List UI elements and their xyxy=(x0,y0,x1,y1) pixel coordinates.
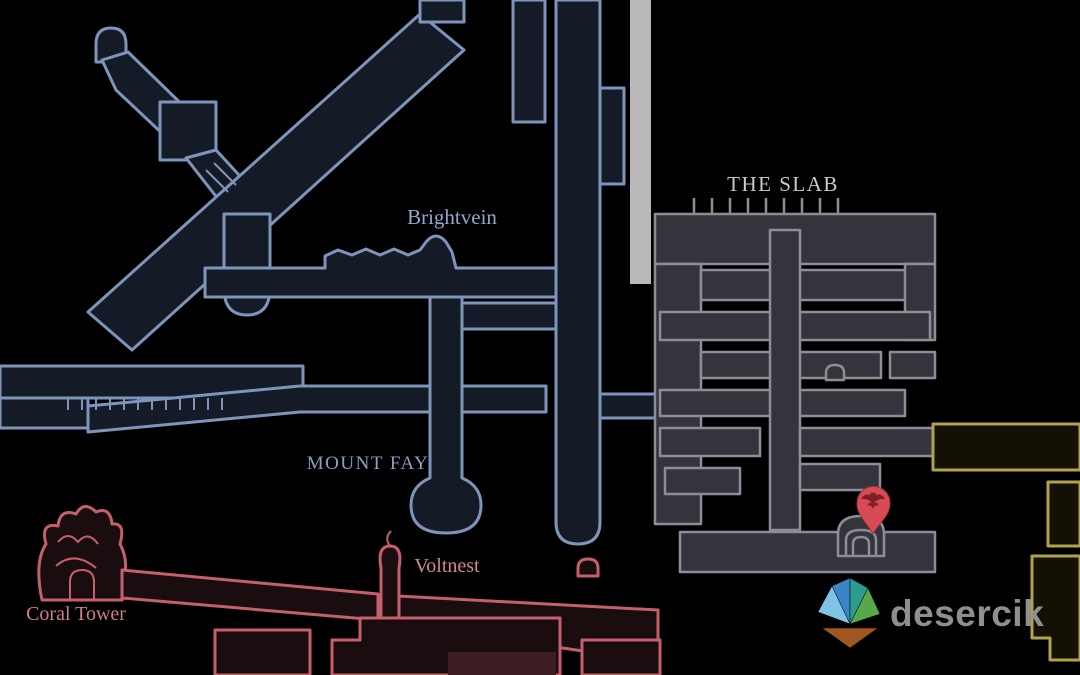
coral-texture-detail xyxy=(55,535,99,600)
slab-room xyxy=(798,462,882,492)
small-arch-room xyxy=(576,557,600,578)
slab-room xyxy=(663,466,742,496)
central-shaft xyxy=(554,0,602,546)
label-voltnest: Voltnest xyxy=(414,555,480,577)
bulb-room xyxy=(222,212,272,317)
shaft-stub xyxy=(418,0,466,24)
shaft-side-room xyxy=(598,86,626,186)
corridor xyxy=(453,301,562,331)
slab-central-spine xyxy=(768,228,802,532)
ceiling-ticks-detail xyxy=(692,198,840,216)
logo-blade xyxy=(849,587,881,625)
floor-teeth-detail xyxy=(67,398,223,410)
slab-room xyxy=(699,268,908,302)
yellow-corridor xyxy=(931,422,1080,472)
brightvein-corridor xyxy=(203,234,562,299)
lit-room xyxy=(448,652,556,675)
corridor xyxy=(120,568,380,622)
voltnest-sprout-detail xyxy=(386,530,392,547)
mount-fay-shaft xyxy=(409,295,483,535)
desercik-logo-icon xyxy=(817,577,881,649)
shaft xyxy=(511,0,547,124)
red-room xyxy=(213,628,312,675)
slab-region-map xyxy=(653,198,937,574)
link-corridor xyxy=(598,392,658,420)
elevator-strip xyxy=(630,0,651,284)
label-the-slab: THE SLAB xyxy=(727,172,839,196)
red-room xyxy=(580,638,662,675)
label-coral-tower: Coral Tower xyxy=(26,603,126,625)
watermark: desercik xyxy=(817,577,1044,649)
ladder-detail xyxy=(205,162,237,193)
yellow-room xyxy=(1046,480,1080,548)
label-mount-fay: MOUNT FAY xyxy=(307,453,429,474)
blue-region-map xyxy=(0,0,658,546)
slab-room xyxy=(798,426,937,458)
corridor xyxy=(0,396,90,430)
yellow-room xyxy=(1030,554,1080,662)
watermark-text: desercik xyxy=(890,593,1044,634)
long-diagonal-corridor xyxy=(86,12,466,352)
bench-arch-icon xyxy=(824,363,846,382)
yellow-region-map xyxy=(931,422,1080,662)
logo-hull xyxy=(821,627,879,649)
bat-icon xyxy=(861,492,885,509)
slab-bottom-hall xyxy=(678,530,937,574)
cocoon-web-detail xyxy=(844,528,878,556)
coral-tower-structure xyxy=(37,505,127,602)
slab-room xyxy=(658,426,762,458)
location-pin[interactable] xyxy=(856,486,891,536)
label-brightvein: Brightvein xyxy=(407,205,497,229)
slab-room xyxy=(888,350,937,380)
